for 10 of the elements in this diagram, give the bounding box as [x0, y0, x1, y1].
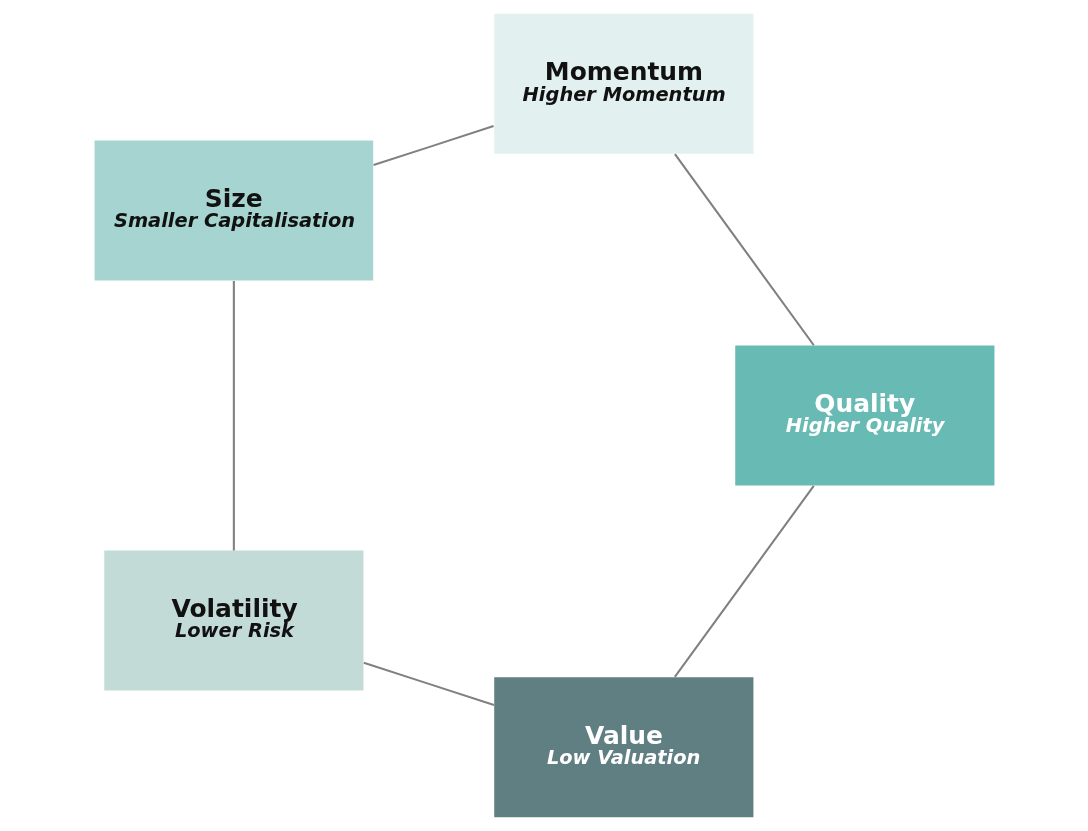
connector — [673, 485, 815, 678]
connector — [673, 153, 815, 346]
node-box: Volatility Lower Risk — [103, 550, 363, 691]
connector — [232, 280, 235, 551]
node-box: Value Low Valuation — [493, 677, 753, 818]
node-box: Momentum Higher Momentum — [493, 13, 753, 154]
node-box: Size Smaller Capitalisation — [94, 140, 373, 281]
connector — [372, 125, 494, 167]
node-box: Quality Higher Quality — [734, 345, 994, 486]
connector — [363, 661, 494, 707]
